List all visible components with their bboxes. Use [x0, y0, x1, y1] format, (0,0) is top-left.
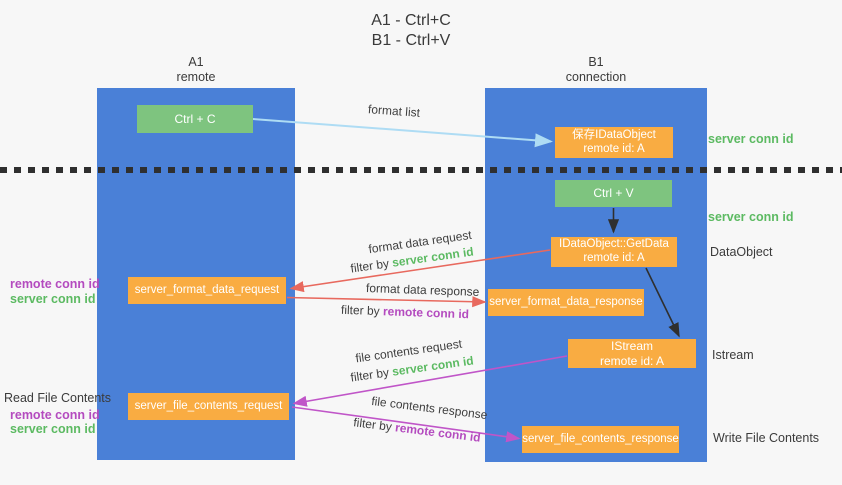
- node-server-file-contents-request: server_file_contents_request: [128, 393, 289, 420]
- filter-prefix: filter by: [340, 302, 384, 319]
- node-getdata-line2: remote id: A: [583, 252, 645, 264]
- left-label-remote-conn-id-1: remote conn id: [10, 277, 100, 291]
- node-save-idataobject-line2: remote id: A: [583, 142, 645, 155]
- diagram-title: A1 - Ctrl+C B1 - Ctrl+V: [0, 11, 822, 51]
- column-a1-role: remote: [176, 70, 216, 84]
- node-file-response-label: server_file_contents_response: [522, 432, 679, 445]
- node-save-idataobject-line1: 保存IDataObject: [572, 128, 656, 141]
- left-label-server-conn-id-2: server conn id: [10, 422, 96, 436]
- file-contents-request-arrow: [292, 355, 568, 407]
- node-server-format-data-response: server_format_data_response: [488, 289, 644, 316]
- node-istream: IStream remote id: A: [568, 339, 696, 368]
- filter-key-remote-conn-id: remote conn id: [382, 304, 470, 322]
- node-file-request-label: server_file_contents_request: [134, 399, 283, 412]
- node-ctrl-v: Ctrl + V: [555, 180, 672, 207]
- node-istream-line2: remote id: A: [599, 353, 665, 368]
- right-label-server-conn-id-mid: server conn id: [708, 210, 794, 224]
- left-label-server-conn-id-1: server conn id: [10, 292, 96, 306]
- phase-divider-dotted-line: [0, 167, 842, 173]
- node-istream-line1: IStream: [610, 339, 653, 354]
- right-label-server-conn-id-top: server conn id: [708, 132, 794, 146]
- title-line-1: A1 - Ctrl+C: [371, 12, 451, 29]
- node-getdata-line1: IDataObject::GetData: [559, 238, 669, 251]
- getdata-to-istream-arrow: [645, 267, 680, 338]
- left-label-remote-conn-id-2: remote conn id: [10, 408, 100, 422]
- node-idataobject-getdata: IDataObject::GetData remote id: A: [551, 237, 677, 267]
- format-data-response-arrow: [286, 296, 487, 308]
- node-ctrl-c: Ctrl + C: [137, 105, 253, 133]
- column-header-a1: A1 remote: [97, 55, 295, 85]
- left-label-read-file-contents: Read File Contents: [4, 391, 112, 405]
- node-format-response-label: server_format_data_response: [489, 295, 643, 308]
- right-label-istream: Istream: [712, 348, 754, 362]
- right-label-dataobject: DataObject: [710, 245, 773, 259]
- column-b1-name: B1: [588, 55, 604, 69]
- title-line-2: B1 - Ctrl+V: [371, 32, 451, 49]
- column-header-b1: B1 connection: [485, 55, 707, 85]
- column-a1-name: A1: [188, 55, 204, 69]
- right-label-write-file-contents: Write File Contents: [713, 431, 820, 445]
- format-data-request-arrow: [289, 249, 551, 293]
- node-ctrl-v-label: Ctrl + V: [593, 186, 634, 201]
- node-ctrl-c-label: Ctrl + C: [174, 111, 216, 126]
- column-b1-role: connection: [565, 70, 627, 84]
- file-contents-response-arrow: [291, 406, 521, 443]
- node-format-request-label: server_format_data_request: [134, 283, 280, 296]
- node-server-file-contents-response: server_file_contents_response: [522, 426, 679, 453]
- node-save-idataobject: 保存IDataObject remote id: A: [555, 127, 673, 158]
- node-server-format-data-request: server_format_data_request: [128, 277, 286, 304]
- format-list-arrow: [252, 118, 553, 148]
